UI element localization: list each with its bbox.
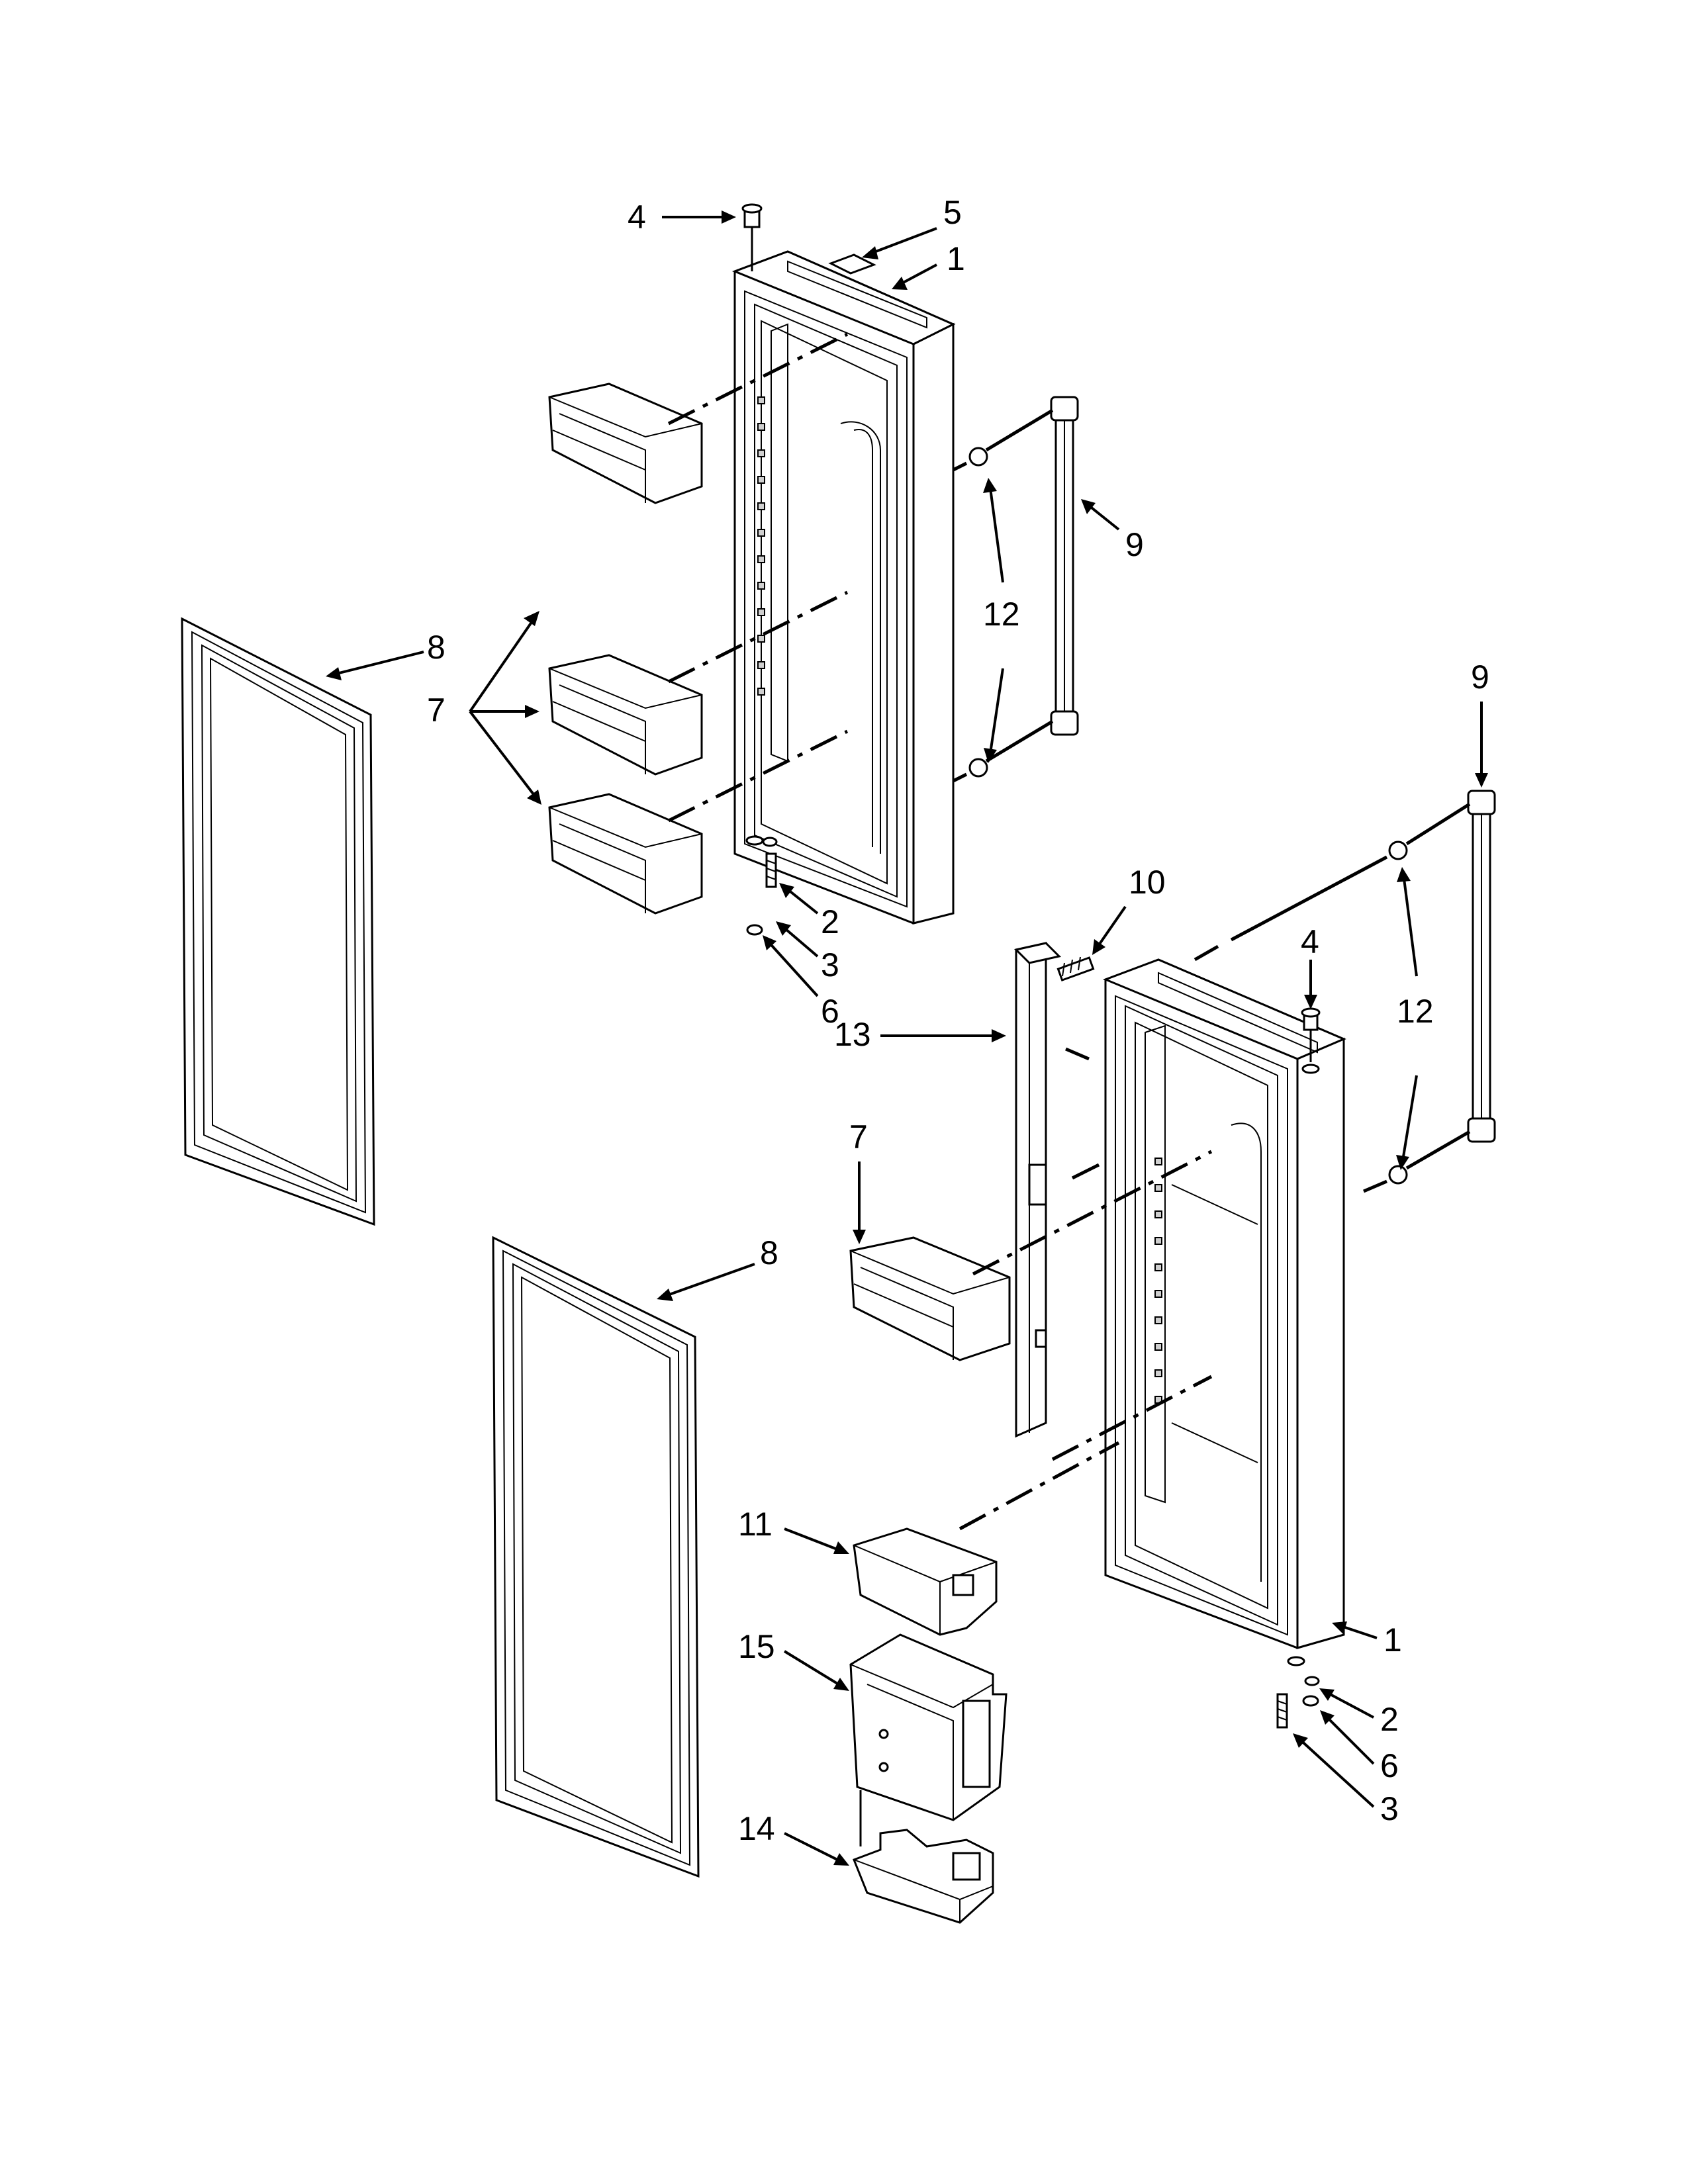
dispenser-housing-cover xyxy=(1014,942,1061,1438)
callout-10: 10 xyxy=(1129,864,1166,901)
callout-arrows xyxy=(326,210,1488,1866)
door-gasket-upper xyxy=(181,617,375,1226)
callout-6-lower: 6 xyxy=(1380,1747,1399,1784)
callout-2-lower: 2 xyxy=(1380,1701,1399,1738)
callout-1-lower: 1 xyxy=(1383,1621,1402,1659)
callout-11: 11 xyxy=(738,1506,773,1543)
door-hinge-hardware-right xyxy=(1276,1656,1320,1729)
hinge-pin-upper xyxy=(741,203,763,271)
door-gasket-lower xyxy=(492,1236,700,1878)
door-bin-right xyxy=(849,1236,1011,1361)
callout-3-lower: 3 xyxy=(1380,1790,1399,1827)
callout-4-top: 4 xyxy=(628,199,646,236)
handle-washers-lower xyxy=(1388,841,1408,1185)
screw-dispenser xyxy=(1056,956,1095,981)
door-handle-lower xyxy=(1405,790,1496,1170)
callout-5: 5 xyxy=(943,194,962,231)
callout-7-left: 7 xyxy=(427,692,445,729)
callout-9-lower: 9 xyxy=(1471,659,1489,696)
dispenser-chute-housing xyxy=(849,1633,1008,1821)
door-bin-rail-holes-right xyxy=(1154,1158,1162,1404)
callout-1-top: 1 xyxy=(947,240,965,277)
callout-9-top: 9 xyxy=(1125,526,1144,563)
hinge-cap xyxy=(828,253,876,275)
callout-12-upper: 12 xyxy=(983,596,1020,633)
door-bin-lower xyxy=(548,793,703,915)
callout-3-upper: 3 xyxy=(821,946,839,983)
refrigerator-door-left xyxy=(731,250,956,925)
callout-12-lower: 12 xyxy=(1397,993,1434,1030)
door-handle-upper xyxy=(985,396,1079,763)
callout-6-upper: 6 xyxy=(821,993,839,1030)
callout-4-lower: 4 xyxy=(1301,923,1319,960)
ice-bin-small xyxy=(853,1527,998,1636)
callout-2-upper: 2 xyxy=(821,903,839,940)
callout-13: 13 xyxy=(834,1016,871,1053)
door-bin-middle xyxy=(548,654,703,776)
callout-8-upper: 8 xyxy=(427,629,445,666)
refrigerator-door-right xyxy=(1102,958,1346,1649)
door-bin-rail-holes xyxy=(757,396,765,696)
door-bin-upper xyxy=(548,383,703,504)
door-hinge-hardware-left xyxy=(745,835,778,936)
callout-7-right: 7 xyxy=(849,1118,868,1156)
ice-bucket-lower xyxy=(853,1829,994,1924)
callout-8-lower: 8 xyxy=(760,1234,778,1271)
handle-washers-upper xyxy=(968,447,988,778)
callout-15: 15 xyxy=(738,1628,775,1665)
callout-14: 14 xyxy=(738,1810,775,1847)
